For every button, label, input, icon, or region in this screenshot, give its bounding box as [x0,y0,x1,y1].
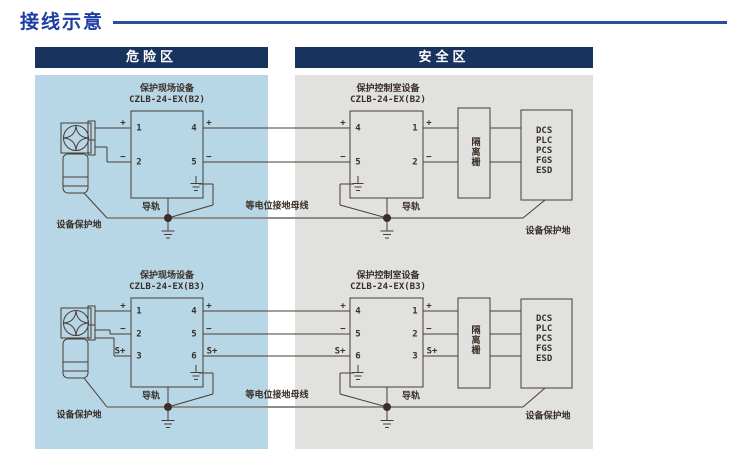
control-system-item: PLC [536,324,553,334]
title-rule [113,21,727,24]
terminal-number: 1 [412,306,418,317]
terminal-sign: + [426,301,432,312]
terminal-number: 5 [191,329,197,340]
isolation-barrier-label: 隔离栅 [469,137,480,167]
terminal-sign: − [206,152,212,163]
terminal-sign: + [426,118,432,129]
zone-header-safe: 安全区 [295,47,593,68]
din-rail-label: 导轨 [401,391,421,402]
control-device-caption: 保护控制室设备 CZLB-24-EX(B2) [350,84,426,106]
control-device-model: CZLB-24-EX(B2) [350,95,426,105]
terminal-number: 5 [355,329,361,340]
terminal-number: 6 [355,351,361,362]
din-rail-label: 导轨 [141,391,161,402]
terminal-number: 1 [136,306,142,317]
terminal-sign: S+ [206,346,218,357]
terminal-number: 2 [136,329,142,340]
terminal-sign: − [206,324,212,335]
field-device-caption: 保护现场设备 CZLB-24-EX(B3) [129,271,205,293]
terminal-number: 3 [136,351,142,362]
terminal-number: 6 [191,351,197,362]
terminal-sign: − [340,152,346,163]
terminal-number: 1 [412,123,418,134]
control-system-item: DCS [536,314,553,324]
terminal-sign: − [426,152,432,163]
control-system-item: FGS [536,344,553,354]
field-device-title: 保护现场设备 [139,84,195,94]
terminal-sign: + [206,301,212,312]
terminal-number: 4 [191,123,197,134]
control-device-model: CZLB-24-EX(B3) [350,282,426,292]
terminal-sign: + [340,301,346,312]
field-device-title: 保护现场设备 [139,271,195,281]
device-ground-label: 设备保护地 [525,226,571,237]
terminal-sign: S+ [426,346,438,357]
din-rail-label: 导轨 [401,202,421,213]
field-device-model: CZLB-24-EX(B3) [129,282,205,292]
din-rail-label: 导轨 [141,202,161,213]
terminal-sign: S+ [334,346,346,357]
isolation-barrier-label: 隔离栅 [469,325,480,355]
field-device-model: CZLB-24-EX(B2) [129,95,205,105]
terminal-number: 5 [355,157,361,168]
terminal-sign: + [120,301,126,312]
field-device-caption: 保护现场设备 CZLB-24-EX(B2) [129,84,205,106]
control-system-list: DCS PLC PCS FGS ESD [536,314,552,364]
device-ground-label: 设备保护地 [56,220,102,231]
terminal-sign: + [120,118,126,129]
page-title: 接线示意 [20,11,105,33]
equipotential-bus-label: 等电位接地母线 [245,390,309,401]
terminal-number: 4 [191,306,197,317]
terminal-number: 4 [355,123,361,134]
control-system-item: ESD [536,166,553,176]
terminal-number: 2 [412,157,418,168]
terminal-number: 2 [412,329,418,340]
device-ground-label: 设备保护地 [56,410,102,421]
equipotential-bus-label: 等电位接地母线 [245,201,309,212]
control-device-caption: 保护控制室设备 CZLB-24-EX(B3) [350,271,426,293]
control-system-item: PLC [536,136,553,146]
control-system-list: DCS PLC PCS FGS ESD [536,126,552,176]
terminal-number: 2 [136,157,142,168]
terminal-number: 1 [136,123,142,134]
terminal-sign: − [120,152,126,163]
control-system-item: PCS [536,334,553,344]
terminal-sign: − [426,324,432,335]
control-system-item: DCS [536,126,553,136]
terminal-number: 4 [355,306,361,317]
terminal-sign: − [340,324,346,335]
control-system-item: ESD [536,354,553,364]
zone-header-hazardous: 危险区 [35,47,268,68]
terminal-number: 5 [191,157,197,168]
control-system-item: PCS [536,146,553,156]
terminal-sign: S+ [114,346,126,357]
terminal-number: 3 [412,351,418,362]
control-system-item: FGS [536,156,553,166]
control-device-title: 保护控制室设备 [356,271,420,281]
control-device-title: 保护控制室设备 [356,84,420,94]
terminal-sign: − [120,324,126,335]
terminal-sign: + [340,118,346,129]
device-ground-label: 设备保护地 [525,411,571,422]
terminal-sign: + [206,118,212,129]
